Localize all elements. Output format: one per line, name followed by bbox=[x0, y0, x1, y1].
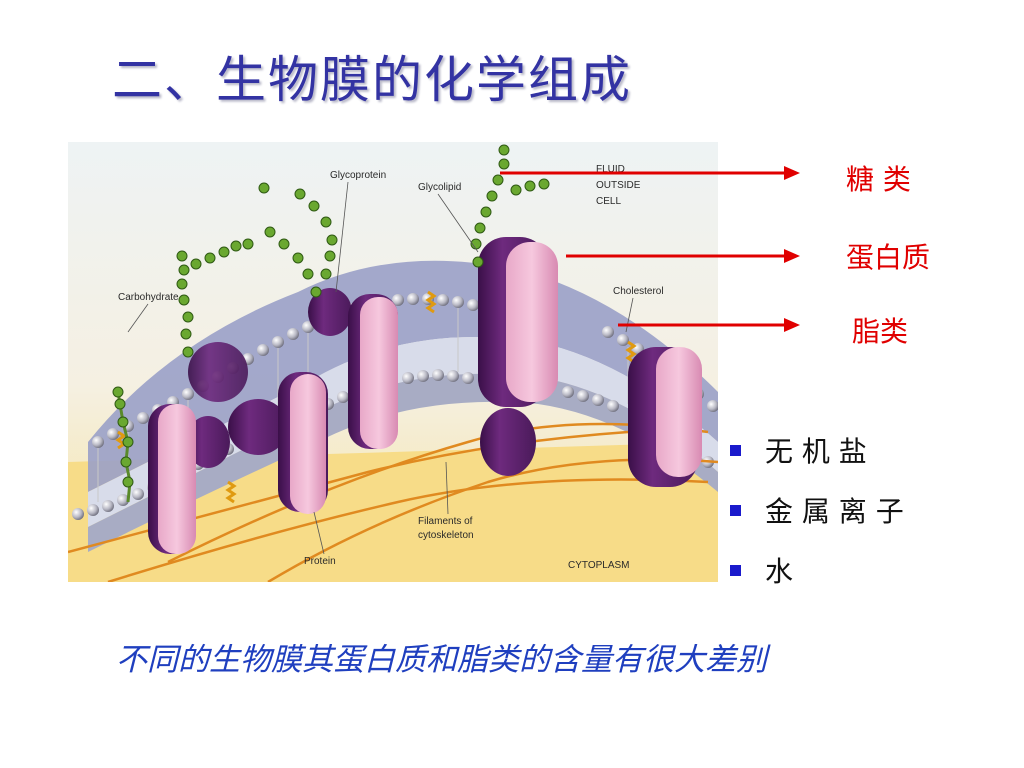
footnote: 不同的生物膜其蛋白质和脂类的含量有很大差别 bbox=[116, 642, 767, 678]
label-glycoprotein: Glycoprotein bbox=[330, 170, 386, 181]
bullet-square-icon bbox=[730, 564, 741, 576]
label-sugars: 糖 类 bbox=[846, 163, 911, 196]
label-filaments: Filaments of bbox=[418, 516, 473, 527]
bullet-square-icon bbox=[730, 444, 741, 456]
label-cell: CELL bbox=[596, 196, 621, 207]
slide-title: 二、生物膜的化学组成 bbox=[112, 51, 632, 109]
label-outside: OUTSIDE bbox=[596, 180, 641, 191]
label-proteins: 蛋白质 bbox=[846, 241, 931, 274]
label-glycolipid: Glycolipid bbox=[418, 182, 461, 193]
label-carbohydrate: Carbohydrate bbox=[118, 292, 179, 303]
bullet-square-icon bbox=[730, 504, 741, 516]
cell-membrane-diagram: Glycoprotein Glycolipid FLUID OUTSIDE CE… bbox=[68, 142, 718, 582]
cholesterol-molecules bbox=[115, 290, 637, 504]
label-protein: Protein bbox=[304, 556, 336, 567]
integral-proteins bbox=[148, 237, 702, 554]
other-components-list: 无 机 盐 金 属 离 子 水 bbox=[730, 420, 904, 600]
list-item: 金 属 离 子 bbox=[730, 480, 904, 540]
list-item: 无 机 盐 bbox=[730, 420, 904, 480]
list-item: 水 bbox=[730, 540, 904, 600]
label-lipids: 脂类 bbox=[852, 315, 909, 348]
label-cytoskeleton: cytoskeleton bbox=[418, 530, 474, 541]
label-fluid: FLUID bbox=[596, 164, 625, 175]
label-cytoplasm: CYTOPLASM bbox=[568, 560, 630, 571]
carbohydrate-chains bbox=[112, 144, 550, 503]
label-cholesterol: Cholesterol bbox=[613, 286, 664, 297]
